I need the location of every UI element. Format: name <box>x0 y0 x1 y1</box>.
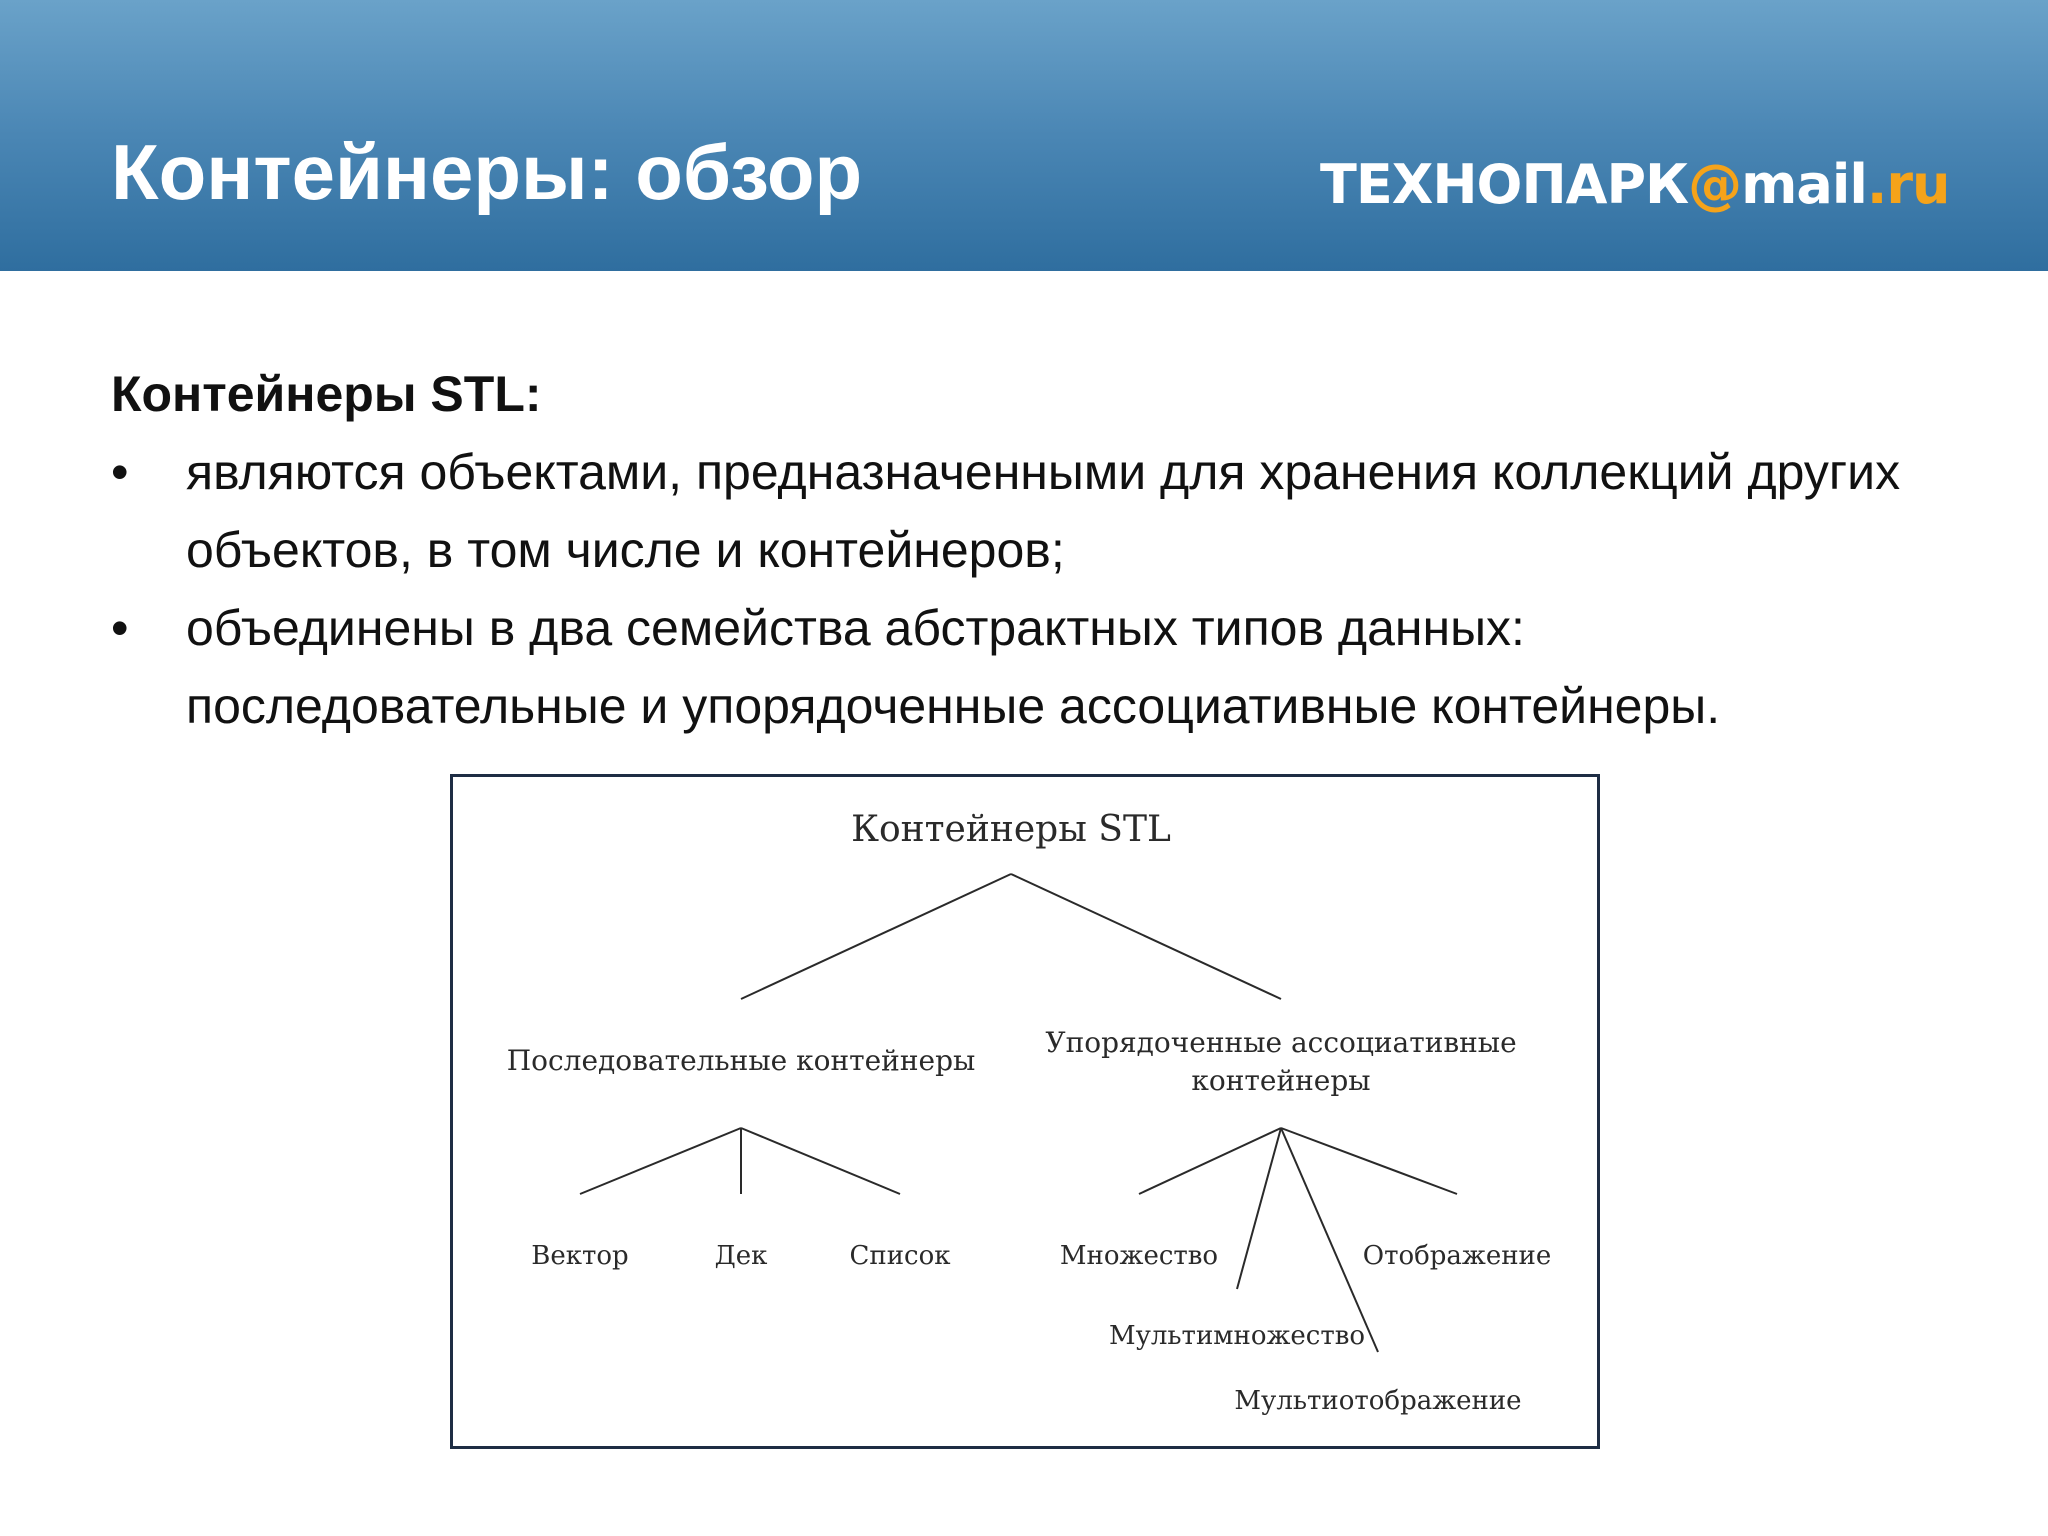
content-area: Контейнеры STL: • являются объектами, пр… <box>111 355 1941 745</box>
node-sequential: Последовательные контейнеры <box>507 1044 976 1077</box>
node-multiset: Мультимножество <box>1109 1321 1365 1351</box>
node-deque: Дек <box>715 1241 768 1271</box>
bullet-item: • объединены в два семейства абстрактных… <box>111 589 1941 745</box>
edge-assoc-set <box>1138 1127 1282 1195</box>
content-subtitle: Контейнеры STL: <box>111 366 542 422</box>
bullet-text: объединены в два семейства абстрактных т… <box>186 600 1721 734</box>
edge-assoc-map <box>1280 1127 1458 1195</box>
logo-mail: mail <box>1741 153 1868 216</box>
tree-edges <box>579 873 1458 1353</box>
stl-diagram: Контейнеры STL Последовательные контейне… <box>450 774 1600 1449</box>
node-associative-line2: контейнеры <box>1191 1064 1370 1097</box>
slide-title: Контейнеры: обзор <box>111 128 863 216</box>
logo-dot: . <box>1866 153 1887 216</box>
node-set: Множество <box>1060 1241 1218 1271</box>
edge-root-associative <box>1010 873 1282 1000</box>
logo-ru: ru <box>1886 153 1950 216</box>
technopark-mail-logo: ТЕХНОПАРК@mail.ru <box>1320 150 1950 220</box>
bullet-list: • являются объектами, предназначенными д… <box>111 433 1941 745</box>
edge-root-sequential <box>740 873 1012 1000</box>
node-multimap: Мультиотображение <box>1234 1386 1521 1416</box>
bullet-item: • являются объектами, предназначенными д… <box>111 433 1941 589</box>
node-map: Отображение <box>1363 1241 1552 1271</box>
node-root: Контейнеры STL <box>851 809 1171 850</box>
bullet-text: являются объектами, предназначенными для… <box>186 444 1901 578</box>
bullet-dot: • <box>111 600 129 656</box>
header-banner: Контейнеры: обзор ТЕХНОПАРК@mail.ru <box>0 0 2048 271</box>
node-vector: Вектор <box>531 1241 628 1271</box>
edge-assoc-multimap <box>1280 1127 1379 1353</box>
logo-brand: ТЕХНОПАРК <box>1320 153 1689 216</box>
edge-seq-vector <box>579 1127 742 1195</box>
node-associative-line1: Упорядоченные ассоциативные <box>1045 1026 1516 1059</box>
node-list: Список <box>849 1241 950 1271</box>
stl-tree-svg: Контейнеры STL Последовательные контейне… <box>507 809 1552 1416</box>
logo-at: @ <box>1688 153 1742 216</box>
bullet-dot: • <box>111 444 129 500</box>
edge-seq-list <box>740 1127 901 1195</box>
edge-assoc-multiset <box>1236 1127 1282 1290</box>
